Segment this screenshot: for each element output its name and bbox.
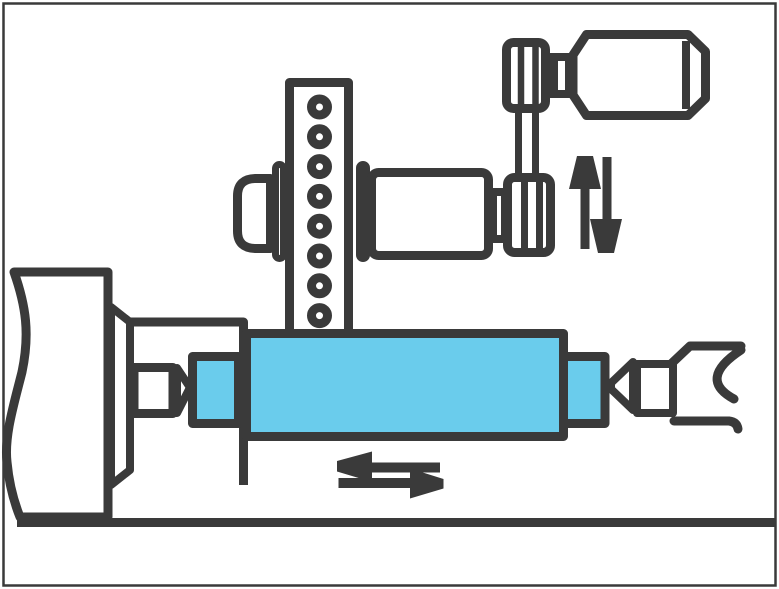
faceplate-taper	[107, 303, 134, 489]
upper-pulley-grooves	[517, 47, 539, 104]
column-hole	[307, 154, 332, 180]
column-hole	[307, 243, 332, 269]
column-hole	[307, 213, 332, 239]
arrow-up-icon	[569, 156, 601, 249]
upper-pulley-body	[502, 38, 550, 113]
arrow-down-icon	[590, 157, 622, 253]
workpiece-left-step	[188, 352, 243, 428]
tailstock-body-top-edge	[667, 341, 746, 368]
workpiece	[188, 329, 610, 441]
lower-pulley-body	[503, 173, 555, 257]
column-hole	[307, 183, 332, 209]
column-hole	[307, 124, 332, 150]
hole-column-holes	[307, 94, 332, 329]
arrow-right-icon	[338, 468, 444, 499]
drive-belt	[515, 110, 539, 178]
tailstock-break-arc	[712, 345, 746, 404]
tailstock-body-bottom-edge	[669, 416, 743, 434]
lower-pulley-grooves	[521, 182, 543, 248]
vertical-feed-arrows	[569, 156, 622, 253]
headstock-center	[173, 364, 194, 417]
workpiece-right-step	[558, 352, 610, 428]
column-hole	[307, 94, 332, 120]
lower-pulley	[503, 173, 555, 257]
wheel-flange-right	[356, 161, 370, 262]
table-traverse-arrows	[337, 451, 444, 499]
motor-body	[568, 30, 710, 120]
arrow-left-icon	[337, 451, 440, 482]
motor-neck	[550, 53, 573, 98]
column-hole	[307, 303, 332, 329]
adjustment-hole-column	[285, 78, 353, 340]
column-hole	[307, 273, 332, 299]
motor	[568, 30, 710, 120]
wheel-head-cylinder	[367, 168, 493, 260]
headstock	[1, 267, 113, 522]
tailstock	[607, 341, 746, 434]
tailstock-center	[607, 358, 637, 414]
grinding-wheel	[233, 174, 275, 253]
tailstock-quill	[633, 360, 677, 417]
workpiece-body	[242, 329, 568, 441]
upper-pulley	[502, 38, 550, 113]
wheel-flange-left	[272, 161, 287, 262]
headstock-spindle	[129, 363, 178, 418]
